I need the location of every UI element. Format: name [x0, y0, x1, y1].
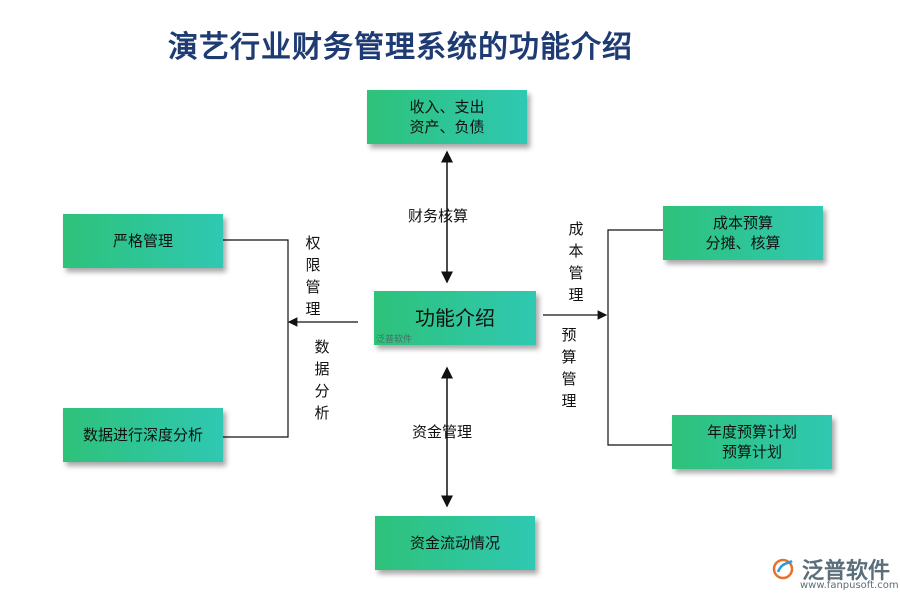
label-bottom: 资金管理 [412, 423, 473, 441]
box-right-bottom-line2: 预算计划 [721, 443, 782, 461]
box-top-line1: 收入、支出 [409, 98, 485, 116]
box-left-bottom-line1: 数据进行深度分析 [82, 426, 203, 444]
box-right-top: 成本预算 分摊、核算 [663, 206, 823, 260]
label-right-lower: 预算管理 [561, 326, 577, 410]
left-bracket [222, 239, 289, 438]
right-bracket [607, 229, 672, 446]
box-bottom: 资金流动情况 [375, 516, 535, 570]
box-right-top-line2: 分摊、核算 [705, 234, 781, 252]
box-left-bottom: 数据进行深度分析 [63, 408, 223, 462]
brand-name: 泛普软件 [802, 559, 891, 584]
diagram-title: 演艺行业财务管理系统的功能介绍 [168, 30, 633, 65]
box-left-top: 严格管理 [63, 214, 223, 268]
label-left-lower: 数据分析 [314, 338, 330, 422]
brand-logo: 泛普软件 [772, 553, 890, 585]
label-left-upper: 权限管理 [305, 234, 321, 318]
box-top-line2: 资产、负债 [409, 118, 485, 136]
box-top: 收入、支出 资产、负债 [367, 90, 527, 144]
box-right-bottom: 年度预算计划 预算计划 [672, 415, 832, 469]
box-center: 功能介绍 [374, 291, 536, 345]
label-right-upper: 成本管理 [568, 220, 584, 304]
box-center-label: 功能介绍 [415, 306, 495, 330]
box-left-top-line1: 严格管理 [112, 232, 173, 250]
brand-logo-icon [772, 558, 794, 580]
center-watermark: 泛普软件 [376, 335, 413, 345]
box-right-bottom-line1: 年度预算计划 [706, 423, 797, 441]
label-top: 财务核算 [408, 207, 469, 225]
box-bottom-line1: 资金流动情况 [409, 534, 500, 552]
box-right-top-line1: 成本预算 [712, 214, 773, 232]
brand-url: www.fanpusoft.com [800, 580, 899, 591]
